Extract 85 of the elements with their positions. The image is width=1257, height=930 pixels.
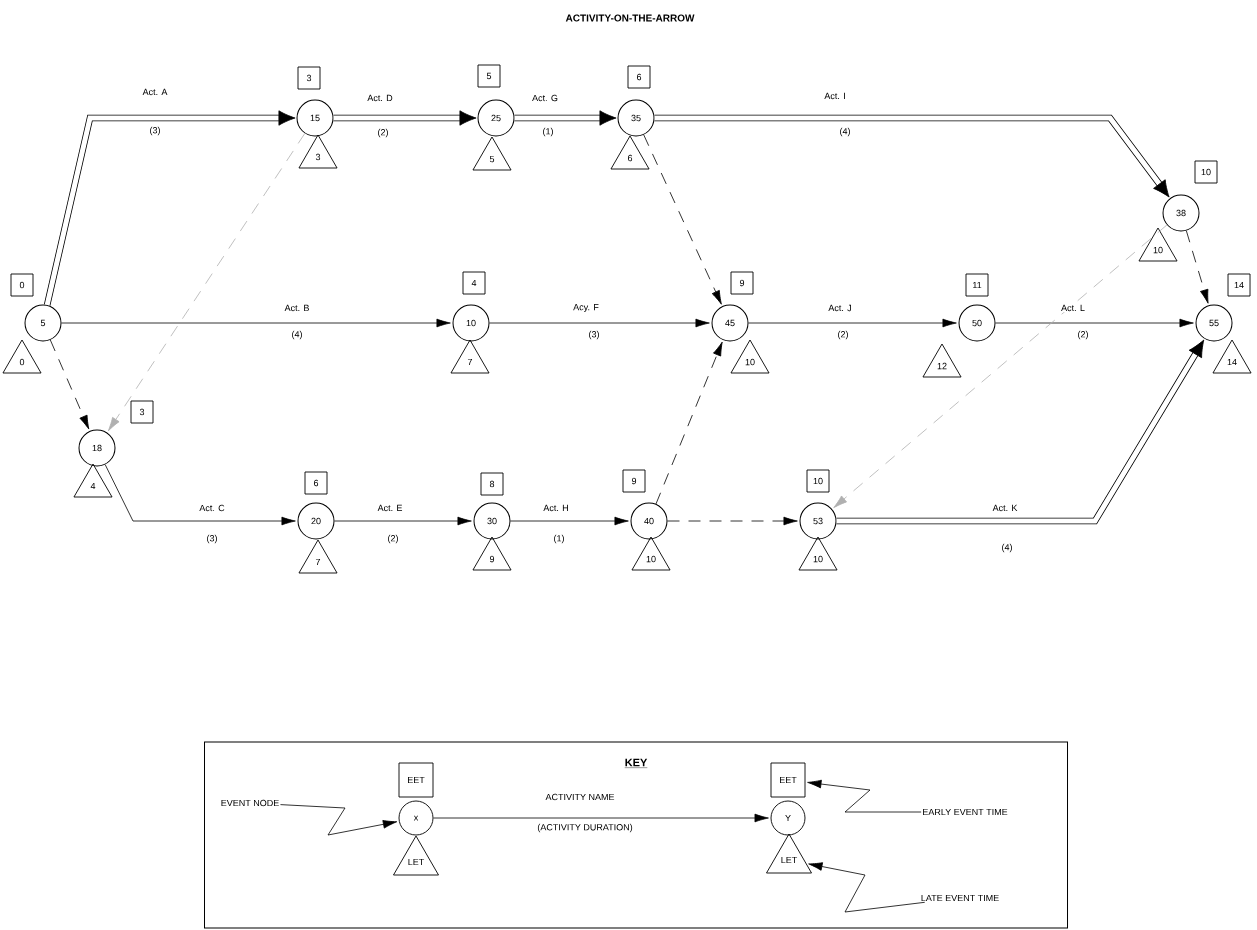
duration-label: (ACTIVITY DURATION) <box>536 822 634 834</box>
time-triangle: 7 <box>298 539 338 574</box>
duration-label: (4) <box>1000 542 1014 554</box>
duration-label: (3) <box>148 125 162 137</box>
arrow <box>643 134 722 305</box>
leader-line <box>807 779 922 813</box>
time-triangle: 6 <box>610 135 650 170</box>
edge-label: Act. I <box>823 91 847 101</box>
arrow <box>748 318 957 328</box>
time-triangle: 12 <box>922 343 962 378</box>
edge-label: Act. D <box>366 93 394 103</box>
time-box: 9 <box>622 469 646 493</box>
arrow <box>654 114 1170 198</box>
duration-label: (2) <box>376 127 390 139</box>
leader-line <box>280 804 398 836</box>
arrow <box>655 341 723 505</box>
duration-label: (2) <box>836 329 850 341</box>
duration-label: (4) <box>290 329 304 341</box>
duration-label: (3) <box>587 329 601 341</box>
edge-label: Act. H <box>542 503 570 513</box>
arrow <box>510 516 629 526</box>
arrow <box>49 339 90 430</box>
time-box: 9 <box>730 271 754 295</box>
time-box: 5 <box>477 64 501 88</box>
time-triangle: LET <box>766 833 812 874</box>
time-triangle: 10 <box>730 339 770 374</box>
edge-label: Act. C <box>198 503 226 513</box>
callout-text: LATE EVENT TIME <box>921 894 999 902</box>
time-box: 3 <box>297 66 321 90</box>
duration-label: (3) <box>205 533 219 545</box>
time-box: 4 <box>462 271 486 295</box>
time-triangle: 7 <box>450 339 490 374</box>
time-box: 3 <box>130 400 154 424</box>
duration-label: (2) <box>386 533 400 545</box>
arrow <box>43 110 296 306</box>
duration-label: (1) <box>552 533 566 545</box>
time-box: 0 <box>10 273 34 297</box>
edge-label: Act. E <box>376 503 404 513</box>
duration-label: (4) <box>838 126 852 138</box>
arrow <box>108 133 306 432</box>
time-triangle: 10 <box>1138 227 1178 262</box>
time-box: 6 <box>304 471 328 495</box>
arrow <box>61 318 451 328</box>
arrow <box>1185 230 1209 304</box>
edge-label: Act. L <box>1060 303 1086 313</box>
time-triangle: 10 <box>631 536 671 571</box>
duration-label: (1) <box>541 126 555 138</box>
edge-label: Act. K <box>991 503 1019 513</box>
time-triangle: 10 <box>798 536 838 571</box>
callout-text: EARLY EVENT TIME <box>923 808 1008 816</box>
arrow <box>836 339 1205 525</box>
arrow <box>833 224 1168 509</box>
callout-text: EVENT NODE <box>221 799 279 807</box>
arrow <box>433 813 769 823</box>
time-triangle: 5 <box>472 136 512 171</box>
time-box: EET <box>398 762 434 798</box>
edge-label: Act. J <box>827 303 853 313</box>
arrow <box>514 110 617 126</box>
diagram-title: ACTIVITY-ON-THE-ARROW <box>565 14 695 22</box>
time-box: 8 <box>480 472 504 496</box>
time-box: EET <box>770 762 806 798</box>
time-triangle: 14 <box>1212 339 1252 374</box>
time-box: 14 <box>1227 273 1251 297</box>
time-box: 10 <box>1194 160 1218 184</box>
arrow <box>104 464 296 526</box>
edge-label: ACTIVITY NAME <box>544 792 616 802</box>
time-triangle: 0 <box>2 339 42 374</box>
duration-label: (2) <box>1076 329 1090 341</box>
time-triangle: 9 <box>472 536 512 571</box>
edge-label: Act. B <box>283 303 311 313</box>
time-box: 10 <box>806 469 830 493</box>
time-box: 11 <box>965 273 989 297</box>
edge-label: Act. G <box>531 93 559 103</box>
arrow <box>995 318 1194 328</box>
time-triangle: 3 <box>298 134 338 169</box>
leader-line <box>808 862 926 913</box>
arrow <box>334 516 472 526</box>
edge-label: Acy. F <box>572 303 600 314</box>
arrow <box>489 318 710 328</box>
time-box: 6 <box>627 65 651 89</box>
edge-label: Act. A <box>141 87 169 97</box>
arrow <box>667 516 798 526</box>
time-triangle: 4 <box>73 463 113 498</box>
arrow <box>333 110 477 126</box>
time-triangle: LET <box>393 835 439 876</box>
